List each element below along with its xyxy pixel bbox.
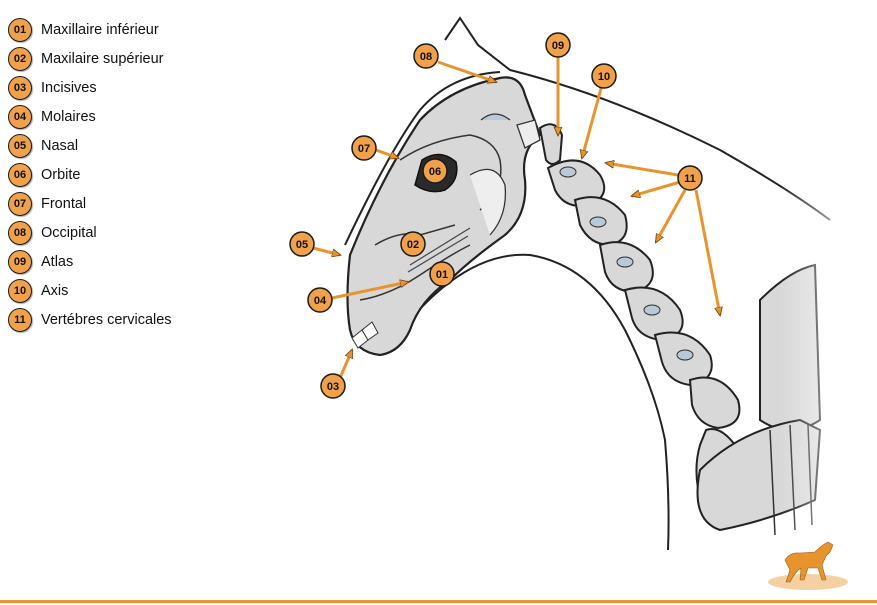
legend-item: 01 Maxillaire inférieur bbox=[8, 15, 172, 44]
legend-item: 02 Maxilaire supérieur bbox=[8, 44, 172, 73]
callout-11-label: 11 bbox=[684, 173, 696, 185]
callout-01-label: 01 bbox=[436, 269, 448, 281]
bottom-rule bbox=[0, 600, 877, 603]
callout-09: 09 bbox=[545, 32, 571, 58]
callout-10-label: 10 bbox=[598, 71, 610, 83]
callout-08: 08 bbox=[413, 43, 439, 69]
legend-number: 06 bbox=[8, 162, 32, 187]
legend: 01 Maxillaire inférieur 02 Maxilaire supér… bbox=[8, 15, 172, 334]
legend-item: 04 Molaires bbox=[8, 102, 172, 131]
legend-number: 08 bbox=[8, 220, 32, 245]
legend-item: 03 Incisives bbox=[8, 73, 172, 102]
legend-item: 05 Nasal bbox=[8, 131, 172, 160]
callout-05: 05 bbox=[289, 231, 315, 257]
legend-number: 01 bbox=[8, 17, 32, 42]
legend-number: 03 bbox=[8, 75, 32, 100]
callout-05-label: 05 bbox=[296, 239, 308, 251]
legend-label: Nasal bbox=[41, 137, 79, 154]
callout-11: 11 bbox=[677, 165, 703, 191]
vertebra-joints bbox=[559, 166, 694, 361]
legend-label: Axis bbox=[41, 282, 69, 299]
legend-label: Molaires bbox=[41, 108, 96, 125]
legend-item: 07 Frontal bbox=[8, 189, 172, 218]
legend-label: Maxillaire inférieur bbox=[41, 21, 159, 38]
callout-badges: 01 02 03 04 05 06 07 08 09 10 11 bbox=[289, 32, 703, 399]
callout-02-label: 02 bbox=[407, 239, 419, 251]
callout-01: 01 bbox=[429, 261, 455, 287]
legend-number: 09 bbox=[8, 249, 32, 274]
callout-07: 07 bbox=[351, 135, 377, 161]
callout-03-label: 03 bbox=[327, 381, 339, 393]
callout-02: 02 bbox=[400, 231, 426, 257]
legend-number: 10 bbox=[8, 278, 32, 303]
legend-item: 09 Atlas bbox=[8, 247, 172, 276]
legend-label: Incisives bbox=[41, 79, 97, 96]
callout-04-label: 04 bbox=[314, 295, 327, 307]
callout-arrows bbox=[312, 55, 720, 379]
callout-09-label: 09 bbox=[552, 40, 564, 52]
callout-07-label: 07 bbox=[358, 143, 370, 155]
legend-label: Occipital bbox=[41, 224, 97, 241]
legend-label: Orbite bbox=[41, 166, 81, 183]
legend-number: 11 bbox=[8, 307, 32, 332]
legend-label: Frontal bbox=[41, 195, 87, 212]
right-fade bbox=[780, 150, 877, 570]
legend-number: 05 bbox=[8, 133, 32, 158]
legend-item: 11 Vertébres cervicales bbox=[8, 305, 172, 334]
horse-logo-icon bbox=[768, 541, 848, 590]
callout-03: 03 bbox=[320, 373, 346, 399]
legend-item: 10 Axis bbox=[8, 276, 172, 305]
legend-label: Atlas bbox=[41, 253, 74, 270]
legend-label: Maxilaire supérieur bbox=[41, 50, 164, 67]
callout-04: 04 bbox=[307, 287, 333, 313]
legend-number: 07 bbox=[8, 191, 32, 216]
legend-number: 04 bbox=[8, 104, 32, 129]
callout-06-label: 06 bbox=[429, 166, 441, 178]
callout-08-label: 08 bbox=[420, 51, 432, 63]
legend-item: 06 Orbite bbox=[8, 160, 172, 189]
legend-item: 08 Occipital bbox=[8, 218, 172, 247]
skull bbox=[346, 76, 542, 357]
callout-10: 10 bbox=[591, 63, 617, 89]
legend-label: Vertébres cervicales bbox=[41, 311, 172, 328]
legend-number: 02 bbox=[8, 46, 32, 71]
callout-06: 06 bbox=[422, 158, 448, 184]
